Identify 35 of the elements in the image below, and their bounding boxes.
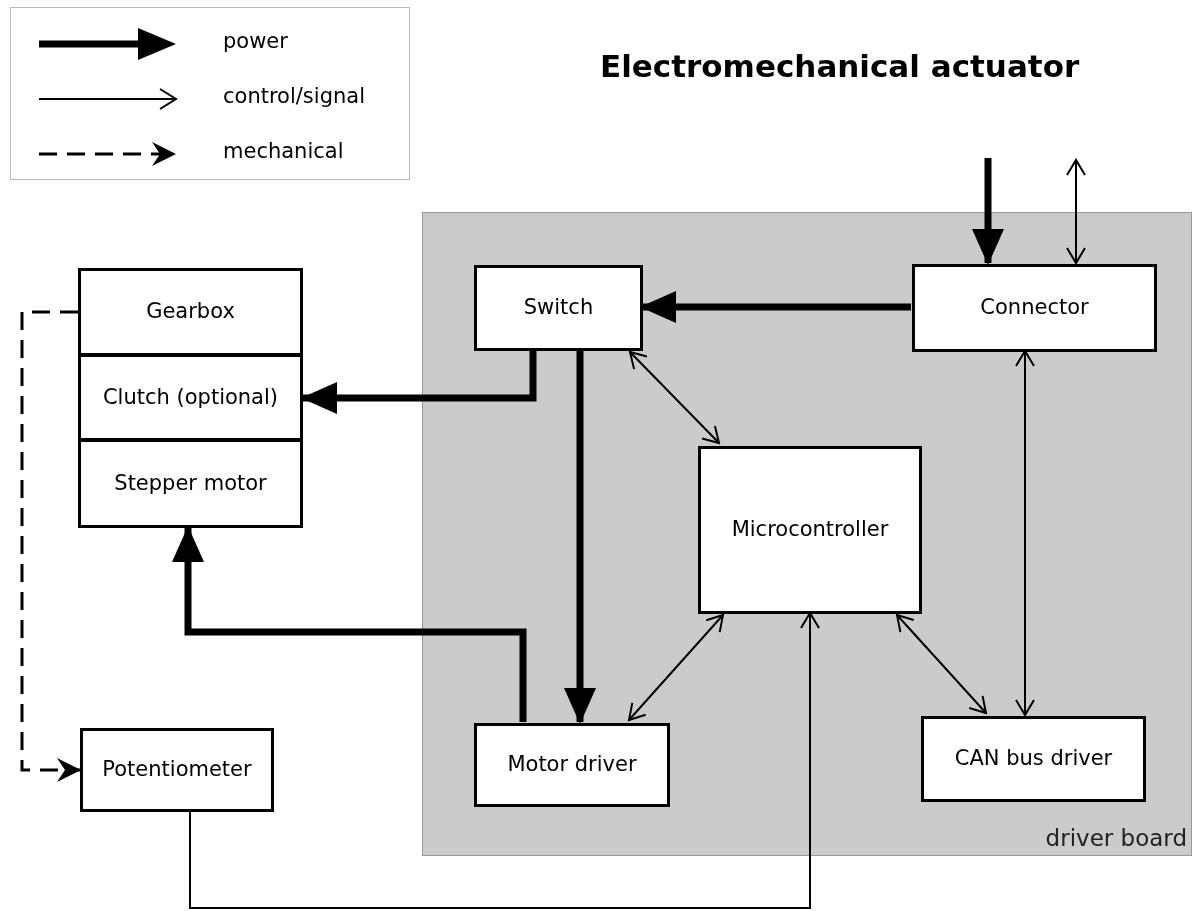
- block-box: [80, 728, 274, 812]
- power-arrow: [564, 350, 596, 724]
- block-box: [912, 264, 1157, 352]
- block-box: [78, 354, 303, 441]
- block-label: Motor driver: [507, 751, 637, 779]
- legend-text: mechanical: [223, 139, 344, 163]
- legend-text: power: [223, 29, 288, 53]
- signal-arrow: [629, 351, 720, 444]
- signal-arrow: [628, 614, 724, 721]
- block-box: [474, 723, 670, 807]
- legend-text: control/signal: [223, 84, 365, 108]
- block-box: [698, 446, 922, 614]
- power-arrow: [640, 291, 911, 323]
- power-arrow: [172, 526, 527, 722]
- board-area: [422, 212, 1192, 856]
- block-label: Gearbox: [146, 298, 235, 326]
- power-arrow: [301, 350, 537, 414]
- block-label: Microcontroller: [731, 516, 889, 544]
- block-box: [78, 268, 303, 356]
- block-label: Clutch (optional): [102, 383, 279, 411]
- signal-arrow: [1015, 350, 1035, 716]
- block-label: Potentiometer: [102, 756, 252, 784]
- block-label: Switch: [523, 294, 594, 322]
- block-box: [78, 439, 303, 528]
- block-box: [474, 265, 643, 351]
- block-label: CAN bus driver: [954, 745, 1113, 773]
- board-label: driver board: [1045, 823, 1187, 853]
- signal-arrow: [896, 614, 987, 714]
- diagram-title: Electromechanical actuator: [600, 48, 1080, 84]
- signal-arrow: [189, 612, 820, 909]
- block-label: Connector: [980, 294, 1089, 322]
- signal-arrow: [1066, 159, 1086, 264]
- mechanical-arrow: [20, 310, 81, 782]
- block-label: Stepper motor: [114, 469, 267, 497]
- block-box: [921, 716, 1146, 802]
